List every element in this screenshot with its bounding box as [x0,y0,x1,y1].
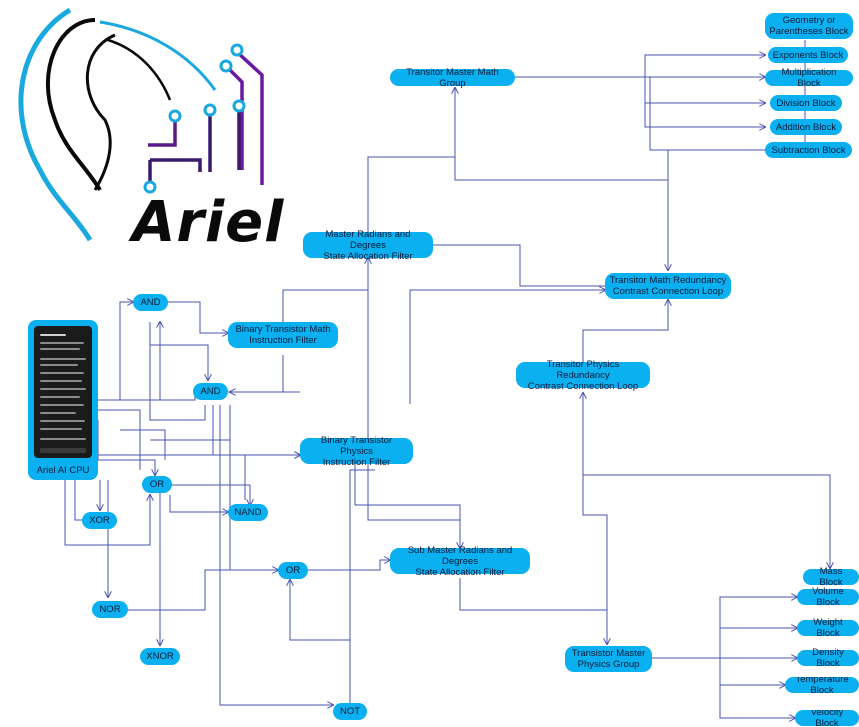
ariel-logo [18,7,264,242]
physics-group[interactable]: Transistor Master Physics Group [565,646,652,672]
physics-block-volume[interactable]: Volume Block [797,586,859,608]
brand-wordmark: Ariel [132,190,285,255]
physics-block-mass[interactable]: Mass Block [803,566,859,588]
physics-redundancy-loop[interactable]: Transitor Physics Redundancy Contrast Co… [516,359,650,392]
physics-block-velocity[interactable]: Velocity Block [795,710,859,726]
math-group[interactable]: Transitor Master Math Group [390,67,515,89]
math-redundancy-loop[interactable]: Transitor Math Redundancy Contrast Conne… [605,273,731,299]
or-gate-right[interactable]: OR [278,562,308,579]
math-block-multiplication[interactable]: Multiplication Block [765,67,853,89]
physics-block-temperature[interactable]: Temperature Block [785,677,859,693]
and-gate-top[interactable]: AND [133,294,168,311]
math-block-addition[interactable]: Addition Block [770,119,842,135]
xor-gate[interactable]: XOR [82,512,117,529]
and-gate-mid[interactable]: AND [193,383,228,400]
sub-master-radians-filter[interactable]: Sub Master Radians and Degrees State All… [390,545,530,578]
nand-gate[interactable]: NAND [228,504,268,521]
nor-gate[interactable]: NOR [92,601,128,618]
math-block-division[interactable]: Division Block [770,95,842,111]
math-block-geometry[interactable]: Geometry or Parentheses Block [765,13,853,39]
xnor-gate[interactable]: XNOR [140,648,180,665]
cpu-label: Ariel AI CPU [36,464,90,476]
math-block-subtraction[interactable]: Subtraction Block [765,142,852,158]
physics-block-density[interactable]: Density Block [797,647,859,669]
cpu-screen [34,326,92,458]
master-radians-filter[interactable]: Master Radians and Degrees State Allocat… [303,229,433,262]
math-block-exponents[interactable]: Exponents Block [768,47,848,63]
or-gate-left[interactable]: OR [142,476,172,493]
ariel-ai-cpu[interactable]: Ariel AI CPU [28,320,98,480]
binary-physics-filter[interactable]: Binary Transistor Physics Instruction Fi… [300,435,413,468]
binary-math-filter[interactable]: Binary Transistor Math Instruction Filte… [228,322,338,348]
not-gate[interactable]: NOT [333,703,367,720]
physics-block-weight[interactable]: Weight Block [797,617,859,639]
